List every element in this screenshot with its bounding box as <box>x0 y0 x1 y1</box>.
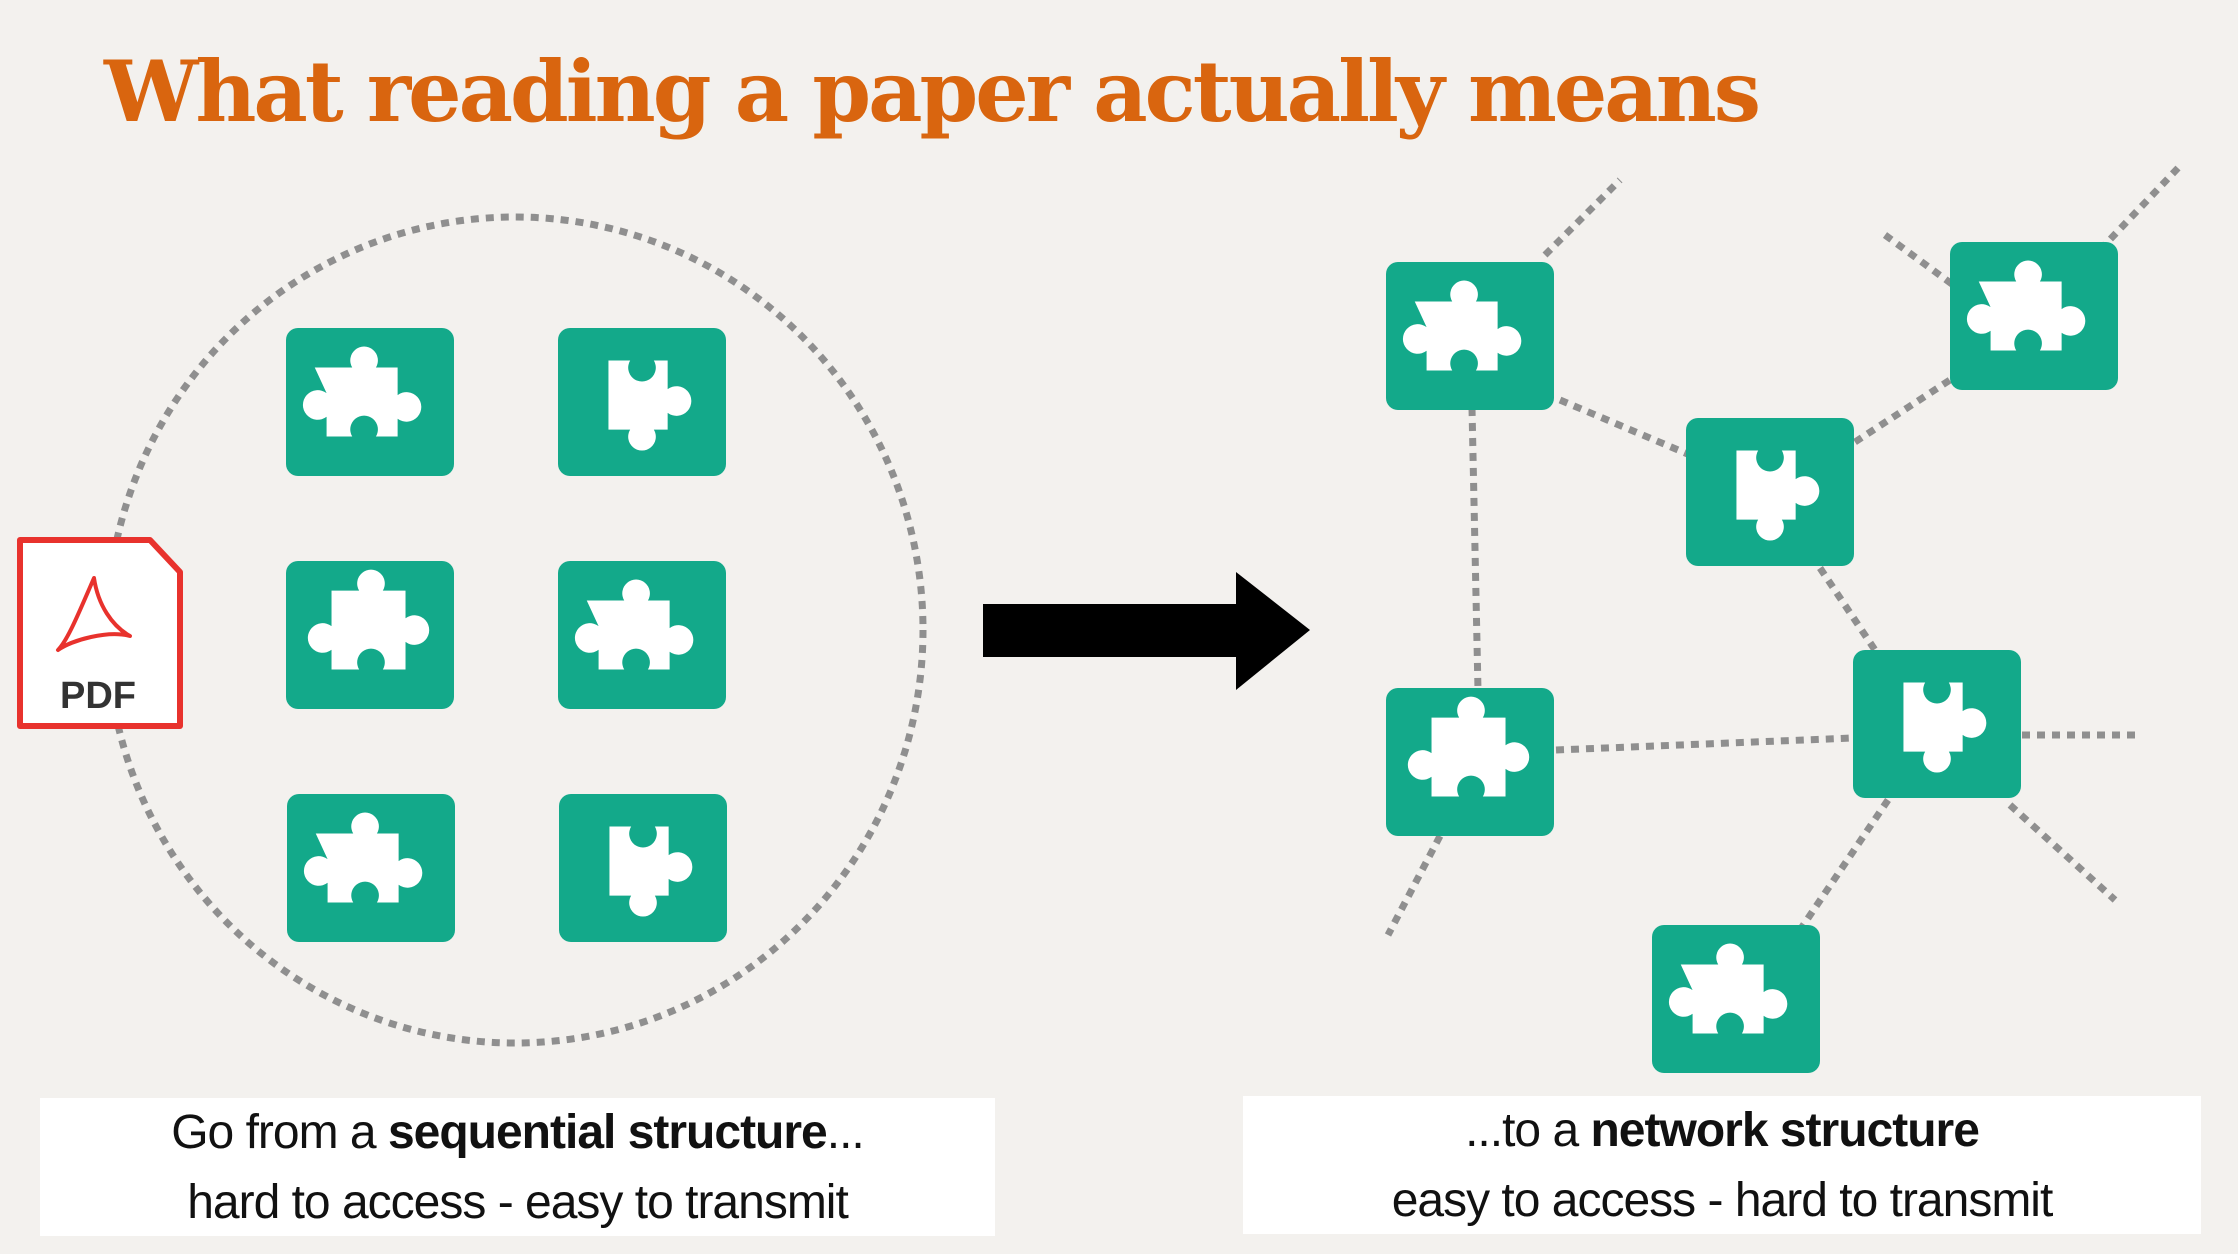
puzzle-tile <box>1686 418 1854 566</box>
caption-bold-text: network structure <box>1590 1104 1979 1157</box>
connector-line <box>2097 165 2181 253</box>
right-arrow-icon <box>983 572 1310 690</box>
connector-line <box>1542 177 1623 258</box>
puzzle-tile <box>559 794 727 942</box>
puzzle-tile <box>558 328 726 476</box>
puzzle-tile <box>1386 688 1554 836</box>
connector-line <box>2007 802 2118 903</box>
puzzle-tile <box>1652 925 1820 1073</box>
caption-line: hard to access - easy to transmit <box>187 1176 849 1229</box>
caption-text: ... <box>826 1106 865 1159</box>
connector-line <box>1797 798 1891 932</box>
puzzle-tile <box>286 561 454 709</box>
connector-line <box>1468 407 1482 691</box>
puzzle-tile <box>286 328 454 476</box>
connector-line <box>1882 232 1963 293</box>
puzzle-tile <box>1386 262 1554 410</box>
puzzle-tile <box>558 561 726 709</box>
caption-text: Go from a <box>171 1106 388 1159</box>
connector-line <box>1555 734 1854 754</box>
page-title: What reading a paper actually means <box>104 42 1761 141</box>
puzzle-tile <box>287 794 455 942</box>
caption-line: ...to a network structure <box>1243 1096 2201 1166</box>
dotted-circle <box>103 213 927 1047</box>
puzzle-tile <box>1853 650 2021 798</box>
connector-line <box>1817 566 1878 652</box>
caption-network: ...to a network structure easy to access… <box>1243 1096 2201 1234</box>
caption-line: easy to access - hard to transmit <box>1391 1174 2054 1227</box>
connector-line <box>1853 377 1952 445</box>
caption-line: Go from a sequential structure... <box>40 1098 995 1168</box>
connector-line <box>1384 834 1444 937</box>
caption-bold-text: sequential structure <box>387 1106 828 1159</box>
connector-line <box>1558 396 1692 459</box>
pdf-label: PDF <box>60 675 136 717</box>
caption-sequential: Go from a sequential structure... hard t… <box>40 1098 995 1236</box>
caption-text: ...to a <box>1465 1104 1591 1157</box>
puzzle-tile <box>1950 242 2118 390</box>
pdf-file-icon: PDF <box>17 537 183 729</box>
